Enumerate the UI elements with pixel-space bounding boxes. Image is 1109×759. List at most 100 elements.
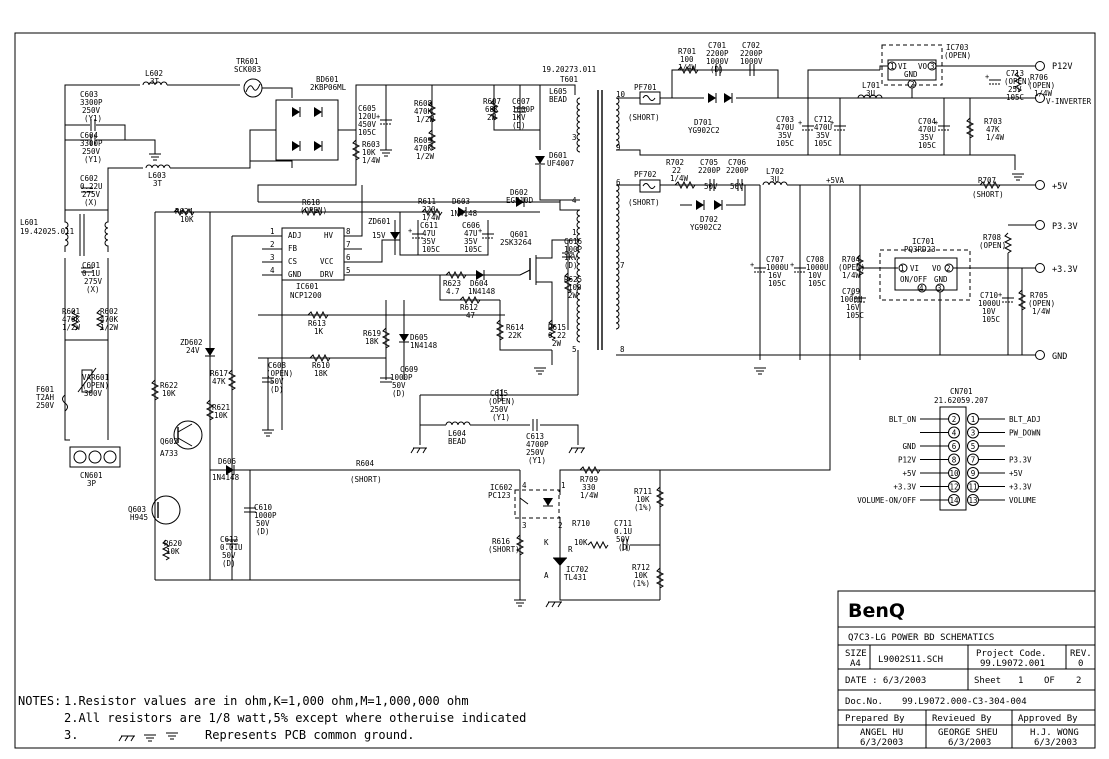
cn701-pin-label: VOLUME [1009, 496, 1037, 505]
cn701-pin-number: 6 [952, 442, 957, 451]
cn701-pin-number: 12 [949, 483, 958, 492]
ic701-pin3: 3 [937, 284, 942, 293]
rev-value: 0 [1078, 659, 1083, 669]
cn701-ref: CN701 [950, 387, 973, 396]
ic602-pin3: 3 [522, 521, 527, 530]
benq-logo: BenQ [848, 600, 905, 622]
ic702-r: R [568, 545, 573, 554]
ic703-pin3: 3 [930, 62, 935, 71]
file-name: L9002S11.SCH [878, 655, 943, 665]
ic601-pin4: 4 [270, 266, 275, 275]
r706-label: R706(OPEN)1/4W [1028, 73, 1055, 98]
cn701-pin-circle [948, 413, 960, 425]
cn701-pin-circle [967, 440, 979, 452]
project-label: Project Code. [976, 649, 1046, 659]
t-pin-8: 8 [620, 345, 625, 354]
pf702-label: PF702(SHORT) [628, 170, 660, 207]
transformer-ref-label: T601 [560, 75, 578, 84]
note-line-3-number: 3. [64, 728, 78, 742]
cn701-pin-circle [948, 440, 960, 452]
notes-heading: NOTES: [18, 694, 61, 708]
ic601-pin3: 3 [270, 253, 275, 262]
ic703-vo: VO [918, 62, 928, 71]
doc-no-value: 99.L9072.000-C3-304-004 [902, 697, 1027, 707]
t-pin-6: 6 [616, 178, 621, 187]
out-v-inverter: V-INVERTER [1046, 97, 1092, 106]
title-block-frame [837, 590, 1096, 749]
reviewed-name: GEORGE SHEU [938, 728, 998, 738]
prepared-date: 6/3/2003 [860, 738, 903, 748]
notes: NOTES: 1.Resistor values are in ohm,K=1,… [18, 694, 526, 742]
t-pin-7: 7 [620, 261, 625, 270]
t-pin-3: 3 [572, 133, 577, 142]
ic601-pin5: 5 [346, 266, 351, 275]
cn701-pin-number: 4 [952, 429, 957, 438]
l601-ref: L601 [20, 218, 38, 227]
cn701-pin-circle [948, 467, 960, 479]
approved-name: H.J. WONG [1030, 728, 1079, 738]
ic601-drv: DRV [320, 270, 334, 279]
prepared-label: Prepared By [845, 714, 905, 724]
r707-label: R707(SHORT) [972, 176, 1004, 199]
sheet-total: 2 [1076, 676, 1081, 686]
ic601-pin1: 1 [270, 227, 275, 236]
t-pin-10: 10 [616, 90, 626, 99]
ic703-pin1: 1 [890, 62, 895, 71]
ic601-cs: CS [288, 257, 298, 266]
ic701-pin2: 2 [946, 264, 951, 273]
cn701-part: 21.62059.207 [934, 396, 988, 405]
cn701-pin-label: +5V [1009, 469, 1023, 478]
cn701-pins: 2BLT_ON46GND8P12V10+5V12+3.3V14VOLUME-ON… [857, 413, 1041, 506]
cn701-pin-label: +5V [902, 469, 916, 478]
project-code: 99.L9072.001 [980, 659, 1045, 669]
cn701-pin-label: P3.3V [1009, 456, 1032, 465]
ic701-gnd: GND [934, 275, 948, 284]
ic701-onoff: ON/OFF [900, 275, 928, 284]
cn701-pin-circle [967, 453, 979, 466]
secondary-wiring [545, 44, 1037, 608]
ic701-pin1: 1 [900, 264, 905, 273]
note-line-1: 1.Resistor values are in ohm,K=1,000 ohm… [64, 694, 469, 708]
cn701-pin-number: 13 [968, 496, 977, 505]
sheet-of: OF [1044, 676, 1055, 686]
note-line-2: 2.All resistors are 1/8 watt,5% except w… [64, 711, 526, 725]
reviewed-date: 6/3/2003 [948, 738, 991, 748]
ic701-pin4: 4 [919, 284, 924, 293]
cn701-pin-label: +3.3V [893, 483, 916, 492]
approved-date: 6/3/2003 [1034, 738, 1077, 748]
cn701-pin-number: 1 [971, 415, 976, 424]
